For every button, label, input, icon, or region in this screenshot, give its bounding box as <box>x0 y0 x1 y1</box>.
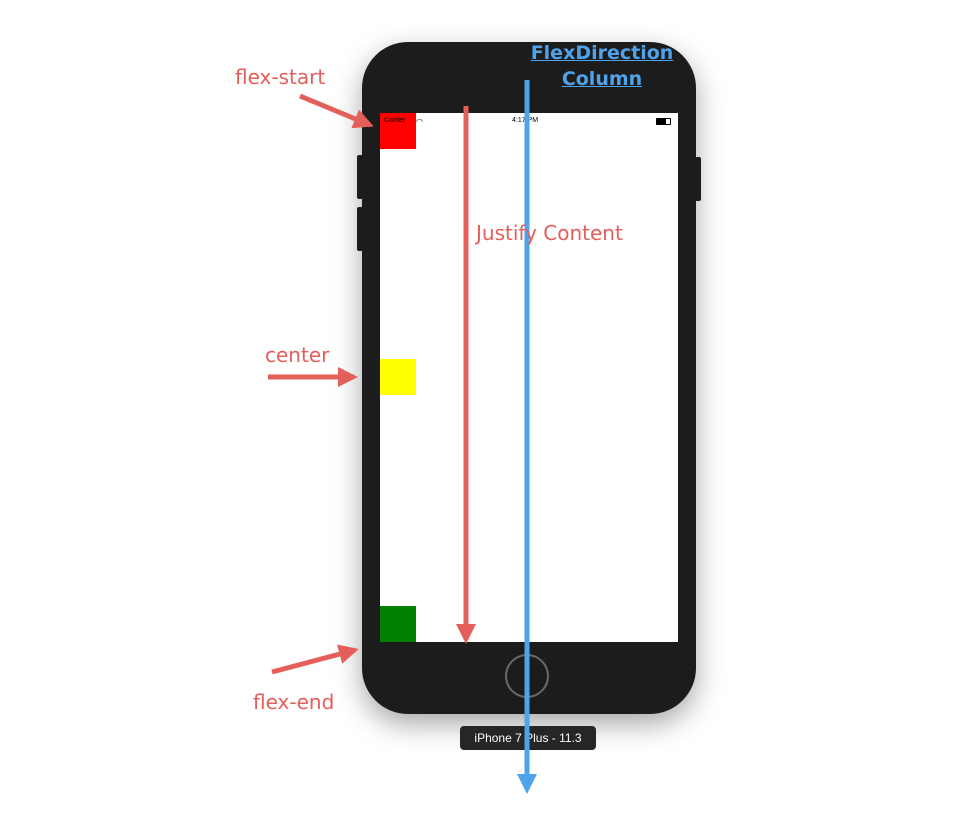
side-button-right <box>695 157 701 201</box>
label-flex-direction-line1: FlexDirection <box>530 42 674 64</box>
status-carrier: Carrier <box>384 117 406 124</box>
red-box-flex-start <box>380 113 416 149</box>
label-flex-start: flex-start <box>235 65 326 89</box>
label-flex-direction-line2: Column <box>561 68 643 90</box>
label-flex-end: flex-end <box>253 690 335 714</box>
green-box-flex-end <box>380 606 416 642</box>
wifi-icon: ◠ <box>416 117 423 126</box>
flex-end-arrow <box>271 644 359 675</box>
side-button-left-1 <box>357 155 363 199</box>
flex-start-arrow <box>299 93 374 129</box>
label-center: center <box>265 343 330 367</box>
yellow-box-center <box>380 359 416 395</box>
label-flex-direction: FlexDirection Column <box>520 40 684 92</box>
battery-icon <box>656 118 671 125</box>
label-justify-content: Justify Content <box>476 221 623 245</box>
side-button-left-2 <box>357 207 363 251</box>
